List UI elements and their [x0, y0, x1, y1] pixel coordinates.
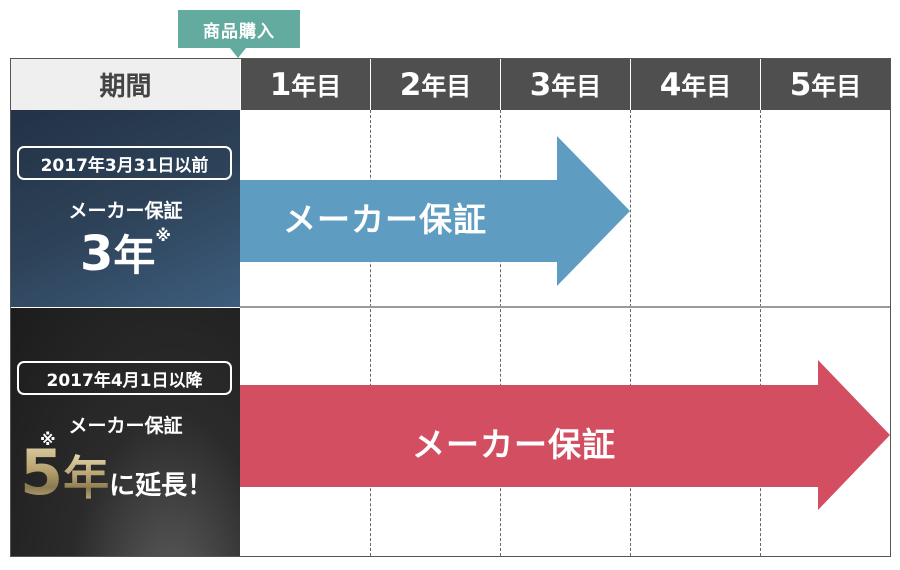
year-number: 1: [269, 66, 292, 103]
grid-line: [370, 110, 371, 556]
years-number: 5: [20, 436, 64, 509]
arrow-label-3-years: メーカー保証: [283, 200, 487, 239]
arrow-5-years: [240, 360, 890, 510]
maker-warranty-label: メーカー保証: [68, 200, 183, 222]
maker-warranty-label: メーカー保証: [68, 415, 183, 437]
warranty-years: 3年※: [11, 222, 240, 283]
date-badge: 2017年3月31日以前: [17, 146, 232, 180]
row-divider: [240, 306, 890, 308]
year-unit: 年目: [291, 71, 342, 101]
purchase-marker-pointer: [230, 48, 246, 58]
row-label-before-2017: [11, 110, 240, 307]
header-period: 期間: [11, 59, 240, 110]
note-mark: ※: [155, 226, 171, 245]
purchase-marker: 商品購入: [178, 10, 300, 48]
grid-line: [760, 110, 761, 556]
extension-text: に延長！: [109, 471, 214, 501]
year-number: 2: [399, 66, 422, 103]
year-number: 4: [659, 66, 682, 103]
year-unit: 年目: [681, 71, 732, 101]
year-unit: 年目: [551, 71, 602, 101]
year-unit: 年目: [811, 71, 862, 101]
warranty-table: [10, 58, 891, 557]
grid-line: [500, 110, 501, 556]
arrow-label-5-years: メーカー保証: [412, 425, 616, 464]
year-number: 5: [789, 66, 812, 103]
year-number: 3: [529, 66, 552, 103]
row-label-after-2017: [11, 308, 240, 556]
years-unit: 年: [63, 451, 110, 505]
arrow-3-years: [240, 136, 630, 286]
note-mark: ※: [40, 430, 56, 449]
years-unit: 年: [113, 231, 156, 280]
warranty-years-extended: 5年に延長！: [20, 438, 213, 508]
date-badge: 2017年4月1日以降: [17, 361, 232, 395]
years-number: 3: [80, 226, 114, 282]
grid-line: [630, 110, 631, 556]
year-unit: 年目: [421, 71, 472, 101]
